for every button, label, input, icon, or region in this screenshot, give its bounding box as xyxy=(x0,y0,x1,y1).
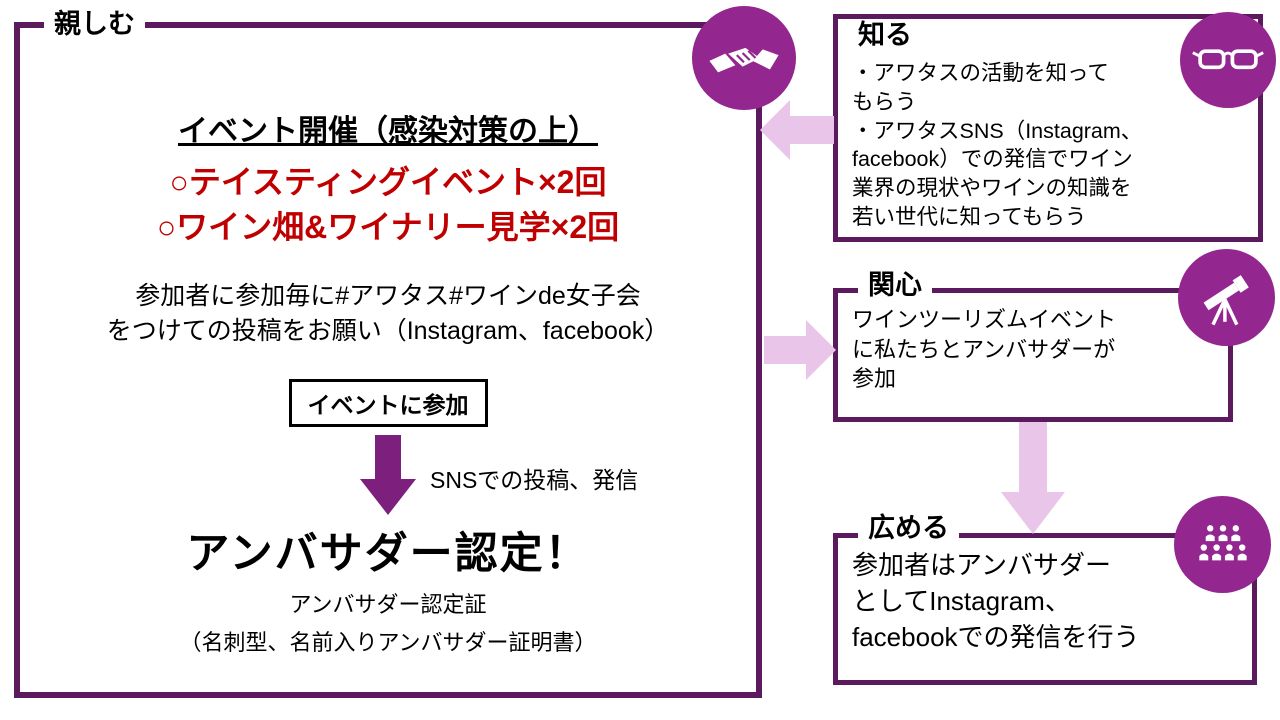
panel-kanshin-label: 関心 xyxy=(858,270,932,301)
arrow-shitashimu-to-interest-icon xyxy=(764,320,836,380)
panel-shiru-body: ・アワタスの活動を知って もらう ・アワタスSNS（Instagram、 fac… xyxy=(852,61,1143,229)
event-items: ○テイスティングイベント×2回 ○ワイン畑&ワイナリー見学×2回 xyxy=(157,160,619,251)
ambassador-title: アンバサダー認定！ xyxy=(186,529,590,578)
event-item-winery: ○ワイン畑&ワイナリー見学×2回 xyxy=(156,209,620,246)
event-item-tasting: ○テイスティングイベント×2回 xyxy=(169,164,607,200)
telescope-icon xyxy=(1178,249,1275,346)
arrow-know-to-shitashimu-icon xyxy=(760,100,834,160)
hashtag-instruction: 参加者に参加毎に#アワタス#ワインde女子会 をつけての投稿をお願い（Insta… xyxy=(106,281,670,345)
panel-shiru-label: 知る xyxy=(848,20,922,51)
panel-shitashimu-label: 親しむ xyxy=(44,9,145,40)
panel-hiromeru-body: 参加者はアンバサダー としてInstagram、 facebookでの発信を行う xyxy=(852,550,1140,652)
arrow-row: SNSでの投稿、発信 xyxy=(20,434,756,517)
glasses-icon xyxy=(1180,12,1276,108)
panel-shitashimu-content: イベント開催（感染対策の上） ○テイスティングイベント×2回 ○ワイン畑&ワイナ… xyxy=(20,28,756,692)
panel-shitashimu: 親しむ イベント開催（感染対策の上） ○テイスティングイベント×2回 ○ワイン畑… xyxy=(14,9,762,698)
event-title: イベント開催（感染対策の上） xyxy=(178,115,598,148)
panel-kanshin: 関心 ワインツーリズムイベント に私たちとアンバサダーが 参加 xyxy=(833,270,1233,422)
down-arrow-purple-icon xyxy=(360,434,416,515)
people-icon xyxy=(1174,496,1271,593)
arrow-interest-to-spread-icon xyxy=(1001,422,1065,534)
sns-note: SNSでの投稿、発信 xyxy=(430,466,639,493)
ambassador-cert: アンバサダー認定証 xyxy=(289,591,487,617)
handshake-icon xyxy=(692,6,796,110)
ambassador-cert-detail: （名刺型、名前入りアンバサダー証明書） xyxy=(179,629,597,655)
panel-kanshin-body: ワインツーリズムイベント に私たちとアンバサダーが 参加 xyxy=(852,307,1117,392)
panel-hiromeru-label: 広める xyxy=(858,513,959,544)
participate-box: イベントに参加 xyxy=(288,378,488,427)
